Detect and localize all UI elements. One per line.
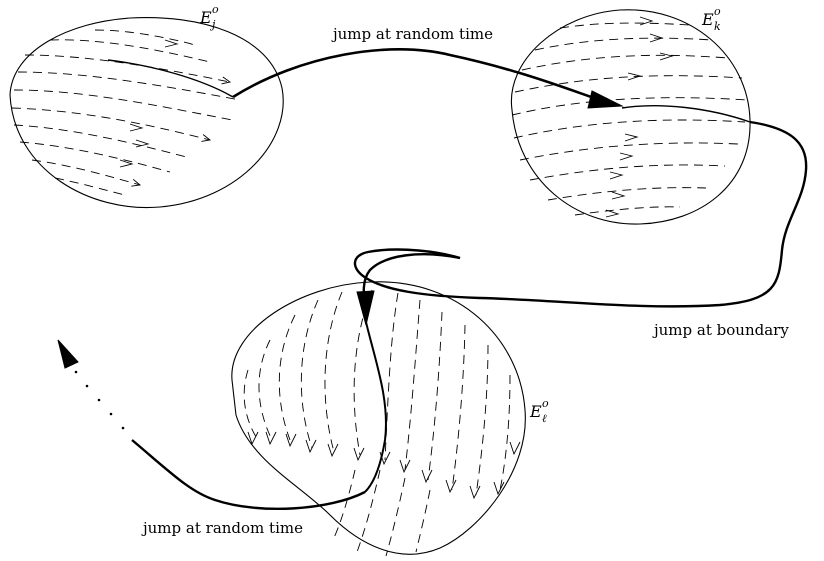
region-ek	[510, 9, 751, 225]
region-label-ej-base: E	[200, 8, 212, 27]
jump-arrow-random-1	[232, 48, 601, 102]
label-jump-boundary: jump at boundary	[654, 321, 789, 339]
continuation-dots	[74, 370, 125, 430]
region-label-ek-sub: k	[714, 20, 721, 33]
region-ej	[9, 16, 284, 209]
region-label-el: E o ℓ	[530, 398, 549, 424]
region-ek-boundary	[510, 9, 751, 225]
region-label-ek: E o k	[702, 6, 721, 32]
jump-arrowhead-random-1	[587, 90, 624, 109]
trajectory-segment-el	[364, 321, 387, 493]
region-label-ej-sub: j	[212, 18, 216, 31]
trajectory-segment-ej	[107, 59, 234, 98]
continuation-arrowhead	[57, 339, 79, 369]
region-el-boundary	[231, 281, 526, 555]
region-label-el-base: E	[530, 402, 542, 421]
region-el-flow-lines	[243, 289, 511, 557]
region-label-el-sup: o	[542, 397, 549, 410]
trajectory-segment-ek	[621, 104, 751, 123]
region-label-ek-base: E	[702, 10, 714, 29]
region-ej-flow-arrowheads	[119, 39, 179, 168]
region-label-ej-sup: o	[212, 3, 219, 16]
jump-arrow-boundary	[353, 120, 808, 308]
region-label-el-sub: ℓ	[542, 412, 547, 425]
label-jump-random-2: jump at random time	[143, 519, 303, 537]
region-el	[231, 281, 526, 557]
label-jump-random-1: jump at random time	[333, 25, 493, 43]
region-ek-flow-lines	[511, 22, 749, 216]
region-ej-boundary	[9, 16, 284, 209]
region-ek-flow-arrowheads	[605, 16, 674, 218]
region-ej-flow-lines	[11, 29, 241, 196]
region-el-flow-arrowheads	[247, 431, 521, 500]
region-label-ek-sup: o	[714, 5, 721, 18]
jump-arrow-random-2	[131, 439, 366, 511]
region-label-ej: E o j	[200, 4, 219, 30]
